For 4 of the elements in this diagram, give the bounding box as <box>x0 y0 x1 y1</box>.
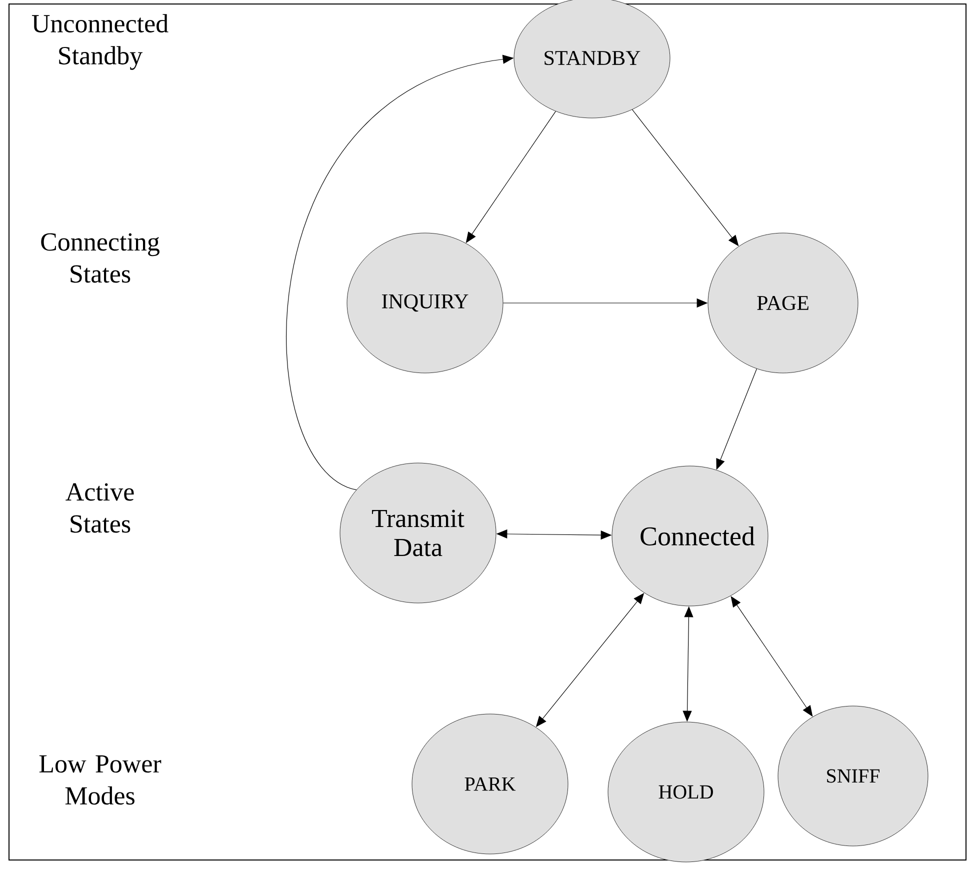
level-label: Low Power Modes <box>39 755 162 805</box>
level-label: Unconnected Standby <box>32 14 168 70</box>
level-label: Connecting States <box>41 233 160 283</box>
level-label: Active States <box>66 483 134 533</box>
